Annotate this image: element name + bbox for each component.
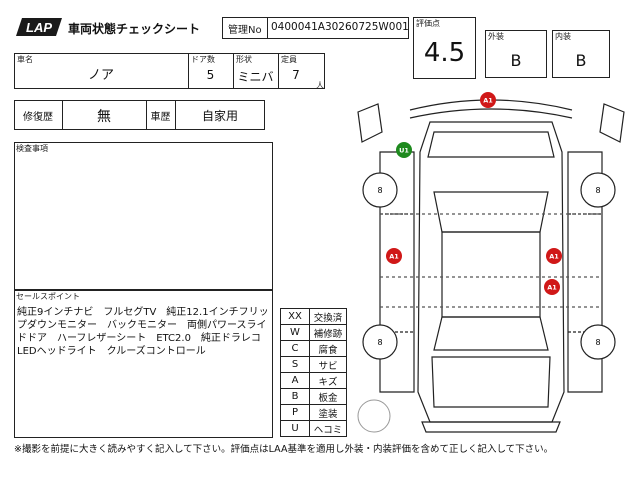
car-name-value: ノア: [87, 68, 114, 83]
legend-meaning: サビ: [309, 356, 347, 373]
kanri-label: 管理No: [228, 25, 262, 36]
doors-value: 5: [206, 68, 215, 82]
capacity-value: 7: [292, 68, 300, 82]
history-row: [14, 100, 265, 130]
damage-marker-front-left-fender: [396, 142, 412, 158]
inspection-label: 検査事項: [16, 144, 48, 153]
footer-note: ※撮影を前提に大きく読みやすく記入して下さい。評価点はLAA基準を適用し外装・内…: [14, 444, 554, 455]
legend-meaning: キズ: [309, 372, 347, 389]
damage-marker-code: U1: [399, 147, 409, 155]
capacity-label: 定員: [281, 55, 297, 64]
tire-circle: [580, 324, 616, 360]
legend-code: P: [280, 404, 310, 421]
legend-meaning: 補修跡: [309, 324, 347, 341]
fuel-cap-circle: [357, 399, 391, 433]
damage-marker-code: A1: [547, 284, 557, 292]
damage-marker-code: A1: [483, 97, 493, 105]
damage-marker-front-bumper: [480, 92, 496, 108]
sheet-title: 車両状態チェックシート: [68, 22, 201, 36]
interior-value: B: [575, 51, 587, 70]
interior-box: [552, 30, 610, 78]
legend-code: U: [280, 420, 310, 437]
tire-circle: [362, 172, 398, 208]
repair-value: 無: [97, 109, 111, 125]
damage-marker-right-rear-door: [544, 279, 560, 295]
score-box: [413, 17, 476, 79]
lap-logo: LAP: [16, 18, 62, 36]
kanri-value-box: [267, 17, 409, 39]
legend-code: W: [280, 324, 310, 341]
damage-marker-code: A1: [549, 253, 559, 261]
interior-label: 内装: [555, 32, 571, 41]
shape-label: 形状: [236, 55, 252, 64]
damage-marker-left-side: [386, 248, 402, 264]
legend-code: XX: [280, 308, 310, 325]
tire-depth: 8: [595, 338, 600, 347]
legend-code: C: [280, 340, 310, 357]
sales-label: セールスポイント: [16, 292, 80, 301]
exterior-box: [485, 30, 547, 78]
damage-marker-right-front-door: [546, 248, 562, 264]
tire-circle: [362, 324, 398, 360]
divider: [278, 53, 279, 89]
vehicle-row: [14, 53, 325, 89]
score-label: 評価点: [416, 19, 440, 28]
score-value: 4.5: [423, 38, 466, 68]
inspection-box: [14, 142, 273, 290]
legend-meaning: ヘコミ: [309, 420, 347, 437]
legend-meaning: 腐食: [309, 340, 347, 357]
legend-meaning: 交換済: [309, 308, 347, 325]
shape-value: ミニバ: [237, 70, 274, 84]
legend-meaning: 板金: [309, 388, 347, 405]
exterior-value: B: [510, 51, 522, 70]
usage-value: 自家用: [201, 109, 238, 123]
exterior-label: 外装: [488, 32, 504, 41]
divider: [233, 53, 234, 89]
divider: [146, 100, 147, 130]
divider: [62, 100, 63, 130]
sales-box: [14, 290, 273, 438]
legend-code: B: [280, 388, 310, 405]
kanri-value: 0400041A30260725W001: [271, 21, 409, 33]
damage-marker-code: A1: [389, 253, 399, 261]
sales-text: 純正9インチナビ フルセグTV 純正12.1インチフリップダウンモニター バック…: [17, 307, 271, 357]
divider: [188, 53, 189, 89]
tire-depth: 8: [377, 338, 382, 347]
car-name-label: 車名: [17, 55, 33, 64]
doors-label: ドア数: [191, 55, 215, 64]
tire-depth: 8: [595, 186, 600, 195]
usage-label: 車歴: [150, 112, 171, 123]
tire-circle: [580, 172, 616, 208]
divider: [175, 100, 176, 130]
repair-label: 修復歴: [23, 112, 53, 123]
legend-meaning: 塗装: [309, 404, 347, 421]
legend-code: A: [280, 372, 310, 389]
legend-code: S: [280, 356, 310, 373]
tire-depth: 8: [377, 186, 382, 195]
logo-text: LAP: [26, 20, 52, 35]
capacity-unit: 人: [316, 81, 324, 90]
